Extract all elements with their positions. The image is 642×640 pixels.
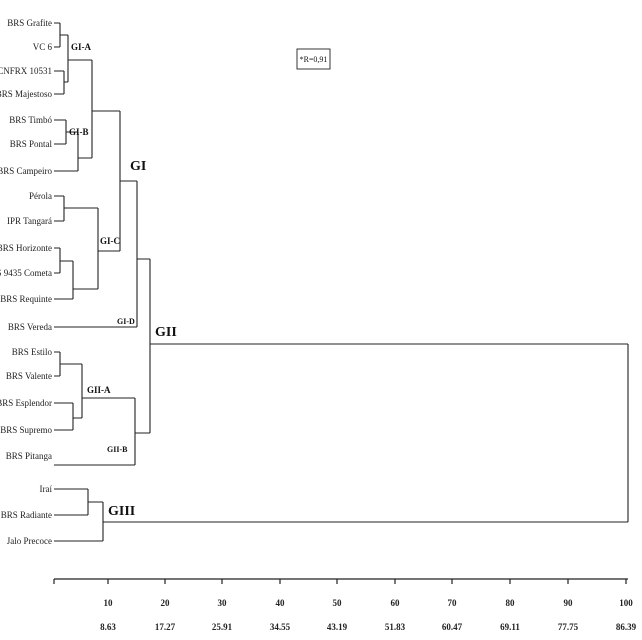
group-label-gii: GII (155, 325, 177, 340)
branch-leaf-stub (54, 195, 64, 222)
branch-timbo-pontal (65, 120, 78, 144)
tick-label-percent: 20 (161, 598, 171, 608)
branch-grafite-vc6 (59, 23, 68, 47)
group-label-gi-d: GI-D (117, 317, 135, 326)
axis-tick-marks (53, 579, 627, 584)
leaf-label: BRS Supremo (0, 425, 52, 435)
branch-gi-node (136, 181, 150, 327)
tick-label-distance: 77.75 (558, 622, 579, 632)
leaf-label: BRS Valente (6, 371, 52, 381)
group-labels: GI-A GI-B GI GI-C GI-D GII GII-A GII-B G… (69, 42, 177, 519)
branch-leaf-stub (54, 119, 66, 145)
leaf-label: BRS Horizonte (0, 243, 52, 253)
group-label-gi-b: GI-B (69, 127, 89, 137)
leaf-label: BRS Requinte (0, 294, 52, 304)
correlation-box: *R=0,91 (296, 48, 331, 70)
branch-horizonte-requinte (72, 261, 98, 299)
tick-label-percent: 60 (391, 598, 401, 608)
branch-leaf-stub (54, 22, 60, 48)
dendrogram-branches (54, 22, 629, 542)
branch-giab-gic (119, 111, 137, 251)
branch-gia-node (67, 35, 92, 82)
correlation-value: *R=0,91 (300, 55, 328, 64)
axis-top-tick-labels: 10 20 30 40 50 60 70 80 90 100 (104, 598, 634, 608)
tick-label-percent: 70 (448, 598, 458, 608)
tick-label-distance: 8.63 (100, 622, 116, 632)
group-label-gi-c: GI-C (100, 236, 120, 246)
leaf-label: BRS Pontal (10, 139, 53, 149)
tick-label-distance: 43.19 (327, 622, 348, 632)
tick-label-percent: 50 (333, 598, 343, 608)
tick-label-distance: 69.11 (500, 622, 520, 632)
leaf-labels: BRS Grafite VC 6 CNFRX 10531 BRS Majesto… (0, 18, 52, 546)
group-label-gi-a: GI-A (71, 42, 92, 52)
leaf-label: BRS Pitanga (6, 451, 52, 461)
distance-axis: 10 20 30 40 50 60 70 80 90 100 8.63 17.2… (53, 578, 637, 632)
leaf-label: BRS Majestoso (0, 89, 52, 99)
group-label-gii-b: GII-B (107, 445, 128, 454)
branch-giia-giib (134, 398, 150, 465)
tick-label-percent: 100 (619, 598, 633, 608)
tick-label-distance: 51.83 (385, 622, 406, 632)
leaf-label: BRS Esplendor (0, 398, 52, 408)
branch-perola-tangara (63, 196, 98, 221)
group-label-gi: GI (130, 159, 146, 174)
tick-label-distance: 60.47 (442, 622, 463, 632)
tick-label-percent: 40 (276, 598, 286, 608)
leaf-label: BRS Timbó (9, 115, 52, 125)
leaf-label: Jalo Precoce (7, 536, 52, 546)
branch-leaf-stub (54, 351, 60, 377)
tick-label-distance: 17.27 (155, 622, 176, 632)
branch-leaf-stub (54, 402, 73, 431)
tick-label-percent: 80 (506, 598, 516, 608)
leaf-label: BRS Grafite (7, 18, 52, 28)
tick-label-distance: 86.39 (616, 622, 637, 632)
branch-giii-node (102, 502, 628, 541)
leaf-label: IPR Tangará (7, 216, 52, 226)
leaf-label: Pérola (29, 191, 52, 201)
branch-gic-node (97, 208, 120, 289)
tick-label-percent: 10 (104, 598, 114, 608)
leaf-label: Iraí (40, 484, 53, 494)
tick-label-distance: 34.55 (270, 622, 291, 632)
branch-leaf-stub (54, 70, 64, 95)
leaf-label: BRS Radiante (1, 510, 52, 520)
branch-leaf-stub (54, 488, 88, 516)
branch-giia-node (81, 364, 135, 418)
branch-horizonte-cometa (59, 248, 73, 273)
branch-irai-radiante (87, 489, 103, 515)
leaf-label: CNFRX 10531 (0, 66, 52, 76)
leaf-label: BRS Estilo (12, 347, 53, 357)
branch-esplendor-supremo (72, 403, 82, 430)
tick-label-percent: 30 (218, 598, 228, 608)
branch-cnfrx-majestoso (63, 71, 68, 94)
leaf-label: BRS 9435 Cometa (0, 268, 52, 278)
tick-label-percent: 90 (564, 598, 574, 608)
branch-estilo-valente (59, 352, 82, 376)
leaf-label: BRS Vereda (8, 322, 52, 332)
branch-leaf-stub (54, 247, 60, 274)
axis-bottom-tick-labels: 8.63 17.27 25.91 34.55 43.19 51.83 60.47… (100, 622, 637, 632)
branch-gib-node (77, 132, 92, 171)
leaf-label: VC 6 (33, 42, 53, 52)
leaf-label: BRS Campeiro (0, 166, 52, 176)
group-label-gii-a: GII-A (87, 385, 111, 395)
branch-gi-gii (149, 259, 628, 433)
tick-label-distance: 25.91 (212, 622, 233, 632)
branch-gia-gib (91, 60, 120, 158)
group-label-giii: GIII (108, 504, 135, 519)
